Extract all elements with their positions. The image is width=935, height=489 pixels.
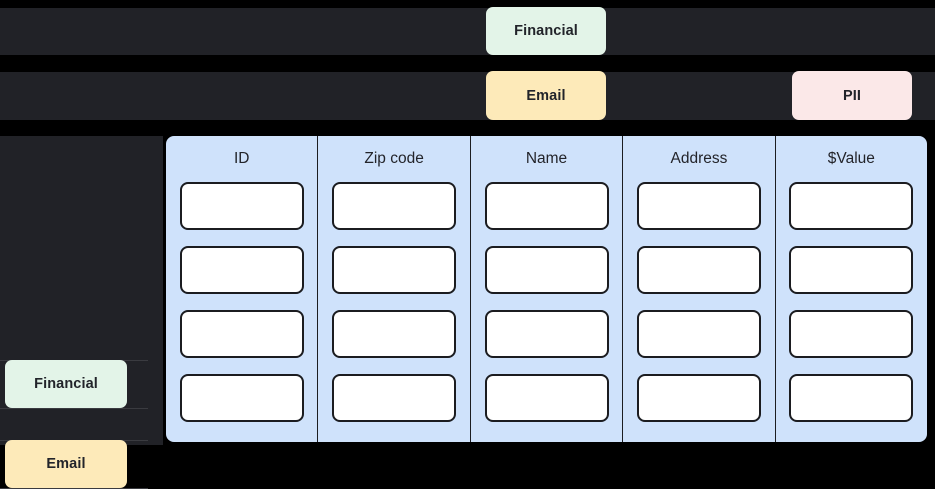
table-cell[interactable] — [332, 374, 457, 422]
column-cells-name — [471, 182, 622, 422]
table-cell[interactable] — [636, 182, 761, 230]
column-header-id: ID — [233, 150, 250, 167]
tag-row-2 — [0, 72, 935, 120]
table-cell[interactable] — [332, 310, 457, 358]
tag-pii-row2[interactable]: PII — [792, 71, 912, 120]
table-cell[interactable] — [179, 310, 304, 358]
column-cells-zip-code — [318, 182, 469, 422]
table-cell[interactable] — [179, 374, 304, 422]
table-cell[interactable] — [484, 246, 609, 294]
column-header-address: Address — [670, 150, 728, 167]
table-cell[interactable] — [484, 182, 609, 230]
table-cell[interactable] — [789, 246, 914, 294]
column-cells-value — [776, 182, 927, 422]
column-header-value: $Value — [827, 150, 875, 167]
sidebar-inner: Financial Email — [0, 136, 148, 489]
table-cell[interactable] — [789, 182, 914, 230]
sidebar-item-financial[interactable]: Financial — [5, 360, 127, 408]
column-header-name: Name — [525, 150, 568, 167]
table-cell[interactable] — [789, 374, 914, 422]
column-header-zip-code: Zip code — [364, 150, 424, 167]
screen-root: Financial Email PII Financial Email ID Z… — [0, 7, 935, 489]
table-column-name: Name — [471, 136, 624, 442]
data-table: ID Zip code Name — [166, 136, 927, 442]
table-cell[interactable] — [179, 246, 304, 294]
sidebar-divider-2 — [0, 408, 148, 409]
table-cell[interactable] — [636, 310, 761, 358]
table-cell[interactable] — [484, 374, 609, 422]
tag-email-row2[interactable]: Email — [486, 71, 606, 120]
table-cell[interactable] — [636, 374, 761, 422]
tag-financial-row1[interactable]: Financial — [486, 7, 606, 55]
column-cells-id — [166, 182, 317, 422]
table-cell[interactable] — [636, 246, 761, 294]
table-cell[interactable] — [332, 182, 457, 230]
sidebar-item-email[interactable]: Email — [5, 440, 127, 488]
table-cell[interactable] — [789, 310, 914, 358]
table-column-address: Address — [623, 136, 776, 442]
column-cells-address — [623, 182, 774, 422]
sidebar-panel: Financial Email — [0, 136, 163, 489]
table-cell[interactable] — [179, 182, 304, 230]
tag-row-1 — [0, 8, 935, 55]
table-column-value: $Value — [776, 136, 927, 442]
table-column-id: ID — [166, 136, 319, 442]
table-cell[interactable] — [484, 310, 609, 358]
table-column-zip-code: Zip code — [318, 136, 471, 442]
table-cell[interactable] — [332, 246, 457, 294]
